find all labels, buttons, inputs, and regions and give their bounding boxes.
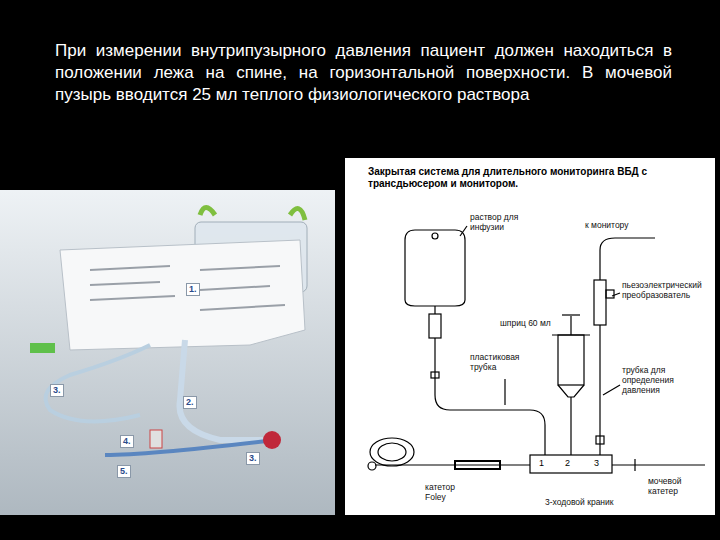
port-number: 1: [538, 458, 545, 468]
callout-number: 1.: [186, 283, 200, 296]
panel-title: Закрытая система для длительного монитор…: [368, 166, 698, 190]
port-number: 3: [593, 458, 600, 468]
callout-number: 3.: [246, 452, 260, 465]
port-number: 2: [564, 458, 571, 468]
part-label: пластиковая трубка: [470, 352, 542, 372]
callout-number: 2.: [183, 396, 197, 409]
callout-number: 5.: [117, 465, 131, 478]
part-label: раствор для инфузии: [470, 212, 542, 232]
part-label: шприц 60 мл: [500, 318, 556, 328]
part-label: трубка для определения давления: [622, 365, 712, 395]
part-label: пьезоэлектрический преобразователь: [622, 280, 712, 300]
callout-number: 3.: [50, 384, 64, 397]
callout-number: 4.: [120, 435, 134, 448]
part-label: мочевой катетер: [648, 476, 708, 496]
slide-text: При измерении внутрипузырного давления п…: [55, 40, 672, 106]
part-label: катетор Foley: [425, 482, 477, 502]
part-label: к монитору: [585, 220, 629, 230]
part-label: 3-ходовой краник: [545, 497, 614, 507]
